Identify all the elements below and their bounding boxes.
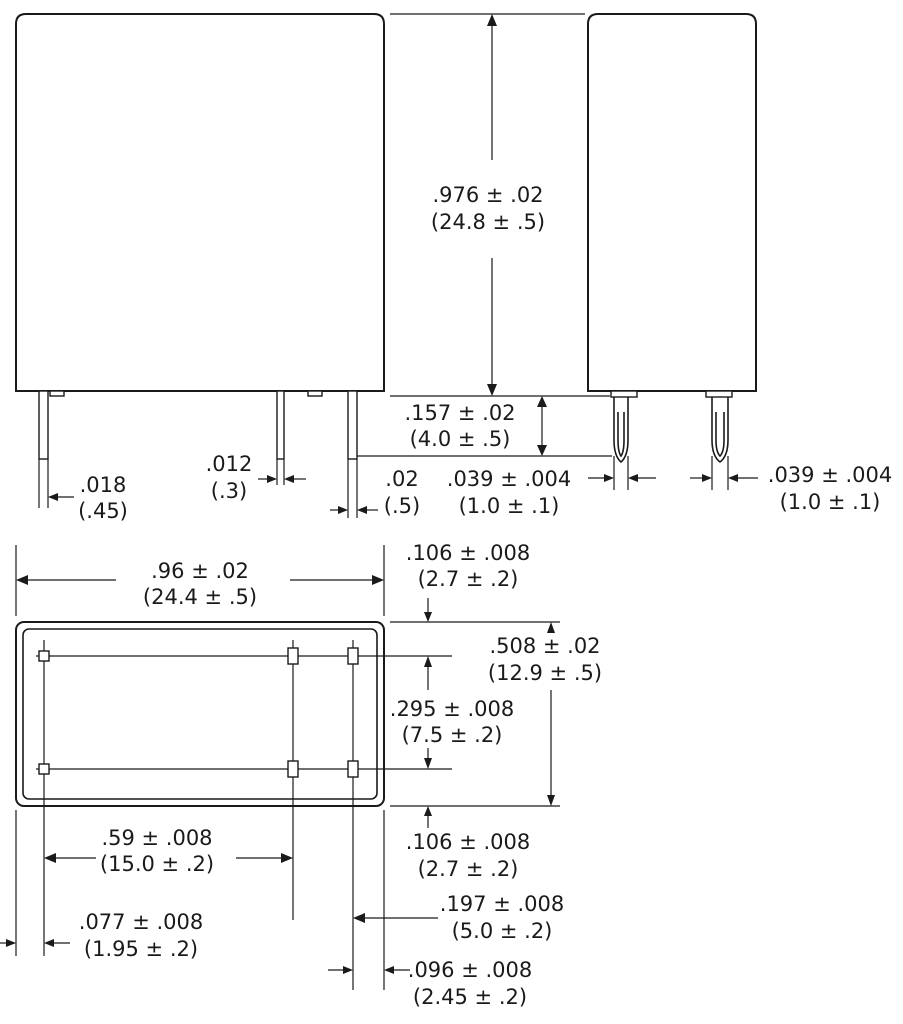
bottom-view [15,621,452,990]
label-pin-w2-mm: (.5) [384,494,420,518]
label-width-mm: (24.4 ± .5) [143,585,257,609]
pin-pad-1 [38,650,50,662]
label-pin-w3-mm: (1.0 ± .1) [459,494,560,518]
label-pin-t-in: .012 [206,452,253,476]
label-col-sp-mm: (15.0 ± .2) [100,852,214,876]
label-pin-w1-in: .018 [80,473,127,497]
label-pin-w2-in: .02 [385,467,418,491]
width-dimension [15,545,385,616]
bottom-view-inner [22,628,378,800]
side-standoff-right [705,390,733,398]
col-spacing2-dimension [353,913,438,923]
side-view-body [587,13,757,392]
label-bot-off-mm: (2.7 ± .2) [418,857,519,881]
left-offset-dimension [0,810,70,956]
label-right-off-mm: (2.45 ± .2) [413,985,527,1009]
label-row-sp-mm: (7.5 ± .2) [402,723,503,747]
front-pin-1 [38,390,49,460]
front-view-body [15,13,385,392]
pin-pad-5 [287,760,299,778]
front-pin-3 [347,390,358,460]
front-view [15,13,385,518]
label-pin-len-in: .157 ± .02 [404,401,515,425]
label-col-sp2-in: .197 ± .008 [440,892,564,916]
pin-pad-2 [287,647,299,665]
label-pin-w4-in: .039 ± .004 [768,463,892,487]
label-depth-mm: (12.9 ± .5) [488,661,602,685]
pin-pad-3 [347,647,359,665]
label-row-sp-in: .295 ± .008 [390,697,514,721]
front-standoff-right [307,390,323,397]
label-pin-w3-in: .039 ± .004 [447,467,571,491]
label-bot-off-in: .106 ± .008 [406,830,530,854]
label-pin-w4-mm: (1.0 ± .1) [780,490,881,514]
label-top-off-in: .106 ± .008 [406,541,530,565]
depth-dimension [390,598,560,828]
label-col-sp-in: .59 ± .008 [101,826,212,850]
side-pin-left [613,397,629,464]
col-spacing-dimension [44,853,293,863]
row-spacing-dimension [424,656,432,769]
label-height-in: .976 ± .02 [432,183,543,207]
label-depth-in: .508 ± .02 [489,634,600,658]
pin-length-dimension [357,396,612,457]
side-standoff-left [610,390,638,398]
front-pin-2 [276,390,285,460]
side-pin-right [711,397,729,464]
label-width-in: .96 ± .02 [151,559,249,583]
label-col-sp2-mm: (5.0 ± .2) [452,919,553,943]
height-dimension [390,13,610,397]
pin-pad-4 [38,763,50,775]
bottom-view-outer [15,621,385,807]
label-height-mm: (24.8 ± .5) [431,210,545,234]
label-top-off-mm: (2.7 ± .2) [418,567,519,591]
right-offset-dimension [328,810,410,990]
label-left-off-mm: (1.95 ± .2) [84,937,198,961]
label-pin-len-mm: (4.0 ± .5) [410,427,511,451]
side-view [587,13,758,490]
label-pin-w1-mm: (.45) [78,499,128,523]
label-right-off-in: .096 ± .008 [408,958,532,982]
label-pin-t-mm: (.3) [211,479,247,503]
label-left-off-in: .077 ± .008 [79,910,203,934]
pin-pad-6 [347,760,359,778]
dimension-labels: .976 ± .02 (24.8 ± .5) .157 ± .02 (4.0 ±… [78,183,892,1009]
front-standoff-left [49,390,65,397]
